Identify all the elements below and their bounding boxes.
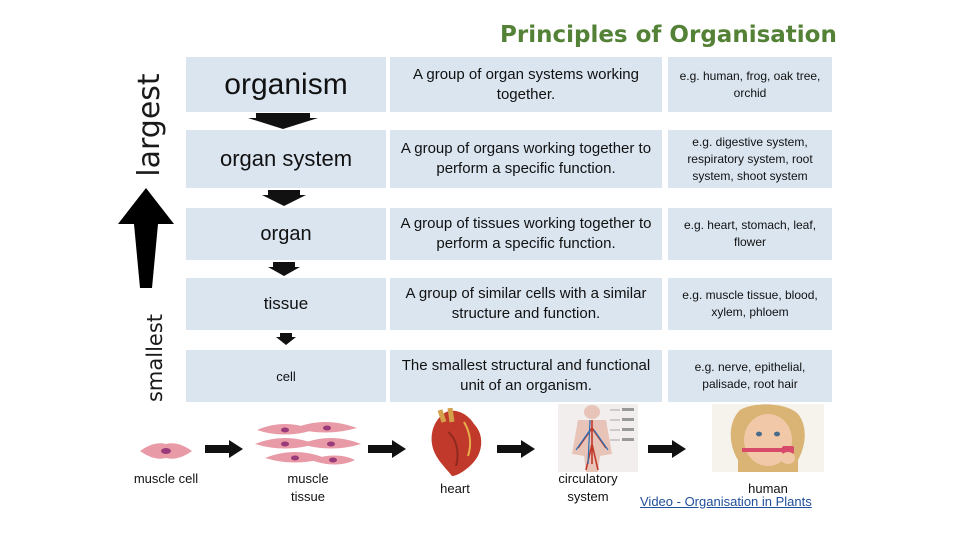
human-image	[712, 404, 824, 472]
page-title: Principles of Organisation	[500, 22, 837, 48]
example-tissue: e.g. muscle tissue, blood, xylem, phloem	[668, 278, 832, 330]
down-arrow-icon	[276, 333, 296, 345]
circulatory-system-image	[558, 404, 638, 472]
level-organ: organ	[186, 208, 386, 260]
right-arrow-icon	[648, 440, 686, 458]
up-arrow-icon	[118, 188, 174, 288]
muscle-tissue-image	[255, 422, 361, 465]
description-organ: A group of tissues working together to p…	[390, 208, 662, 260]
largest-label: largest	[132, 73, 167, 177]
description-organ-system: A group of organs working together to pe…	[390, 130, 662, 188]
video-link[interactable]: Video - Organisation in Plants	[640, 494, 812, 509]
example-organism: e.g. human, frog, oak tree, orchid	[668, 57, 832, 112]
level-organ-system: organ system	[186, 130, 386, 188]
level-organism: organism	[186, 57, 386, 112]
heart-image	[431, 408, 482, 476]
down-arrow-icon	[268, 262, 300, 276]
description-cell: The smallest structural and functional u…	[390, 350, 662, 402]
description-organism: A group of organ systems working togethe…	[390, 57, 662, 112]
muscle-cell-image	[140, 443, 192, 459]
description-tissue: A group of similar cells with a similar …	[390, 278, 662, 330]
heart-label: heart	[440, 481, 470, 496]
muscle-cell-label: muscle cell	[133, 471, 199, 486]
smallest-label: smallest	[143, 313, 167, 403]
example-organ-system: e.g. digestive system, respiratory syste…	[668, 130, 832, 188]
human-label: human	[748, 481, 788, 496]
example-cell: e.g. nerve, epithelial, palisade, root h…	[668, 350, 832, 402]
muscle-tissue-label: muscle tissue	[287, 471, 329, 504]
right-arrow-icon	[368, 440, 406, 458]
down-arrow-icon	[248, 113, 318, 129]
circulatory-system-label: circulatory system	[558, 471, 618, 504]
down-arrow-icon	[262, 190, 306, 206]
right-arrow-icon	[205, 440, 243, 458]
level-cell: cell	[186, 350, 386, 402]
example-organ: e.g. heart, stomach, leaf, flower	[668, 208, 832, 260]
level-tissue: tissue	[186, 278, 386, 330]
right-arrow-icon	[497, 440, 535, 458]
